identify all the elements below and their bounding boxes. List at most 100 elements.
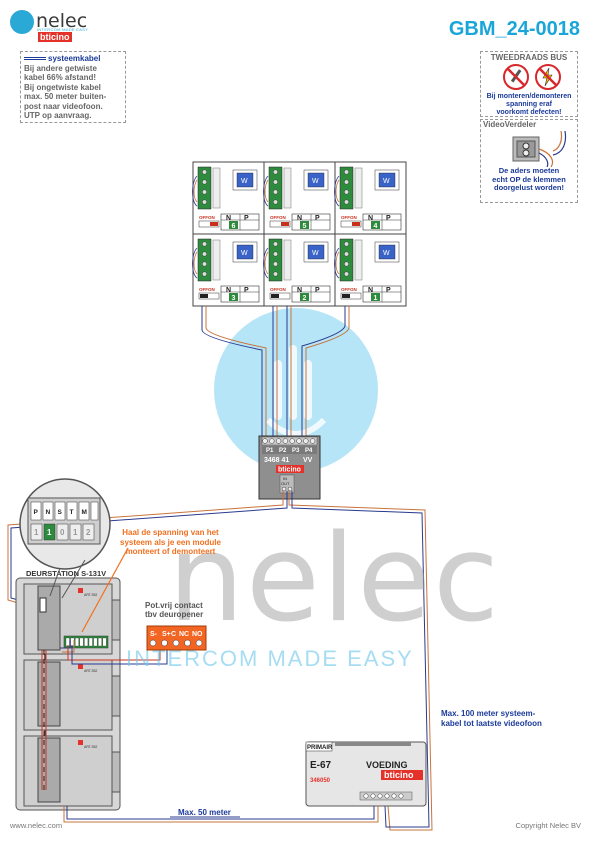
monitor-n-label: N bbox=[297, 215, 302, 222]
monitor-screen-icon bbox=[307, 244, 325, 260]
relay-terminal-label: S- bbox=[150, 631, 158, 638]
monitor-to-vv-wires bbox=[201, 306, 350, 436]
power-label: VOEDING bbox=[366, 760, 408, 770]
config-digit: 1 bbox=[73, 528, 78, 537]
termination-switch[interactable] bbox=[198, 292, 220, 300]
power-part: 346050 bbox=[310, 778, 331, 784]
monitor-screen-label: W bbox=[241, 250, 248, 257]
vv-code: 3468 41 bbox=[264, 457, 289, 464]
config-term-label: S bbox=[58, 509, 63, 516]
termination-switch[interactable] bbox=[198, 220, 220, 228]
monitor-off-label: OFF bbox=[199, 287, 208, 292]
nelec-logo-icon bbox=[10, 10, 34, 34]
station-power-wire-2 bbox=[66, 806, 375, 820]
relay-terminal-label: S+ bbox=[162, 631, 171, 638]
warning-arrow bbox=[81, 547, 129, 633]
relay-terminal-label: NC bbox=[179, 631, 189, 638]
monitor-p-label: P bbox=[386, 215, 391, 222]
config-dial[interactable] bbox=[56, 523, 69, 541]
system-cable-line: UTP op aanvraag. bbox=[24, 111, 92, 120]
footer-website[interactable]: www.nelec.com bbox=[10, 821, 63, 830]
power-logo: bticino bbox=[384, 770, 414, 780]
config-dial[interactable] bbox=[30, 523, 43, 541]
watermark-tagline: INTERCOM MADE EASY bbox=[126, 646, 414, 671]
monitor-number: 4 bbox=[374, 223, 378, 230]
max100-line: Max. 100 meter systeem- bbox=[441, 709, 536, 718]
monitor-p-label: P bbox=[244, 287, 249, 294]
relay-title-line: tbv deuropener bbox=[145, 610, 204, 619]
power-warning-line: systeem als je een module bbox=[120, 537, 221, 547]
monitor-screen-label: W bbox=[383, 178, 390, 185]
system-cable-line: post naar videofoon. bbox=[24, 101, 103, 111]
termination-switch[interactable] bbox=[269, 220, 291, 228]
vv-terminal-label: P4 bbox=[305, 448, 313, 454]
max50-label: Max. 50 meter bbox=[178, 808, 231, 817]
station-power-wire bbox=[63, 806, 379, 823]
config-term-label: P bbox=[34, 509, 39, 516]
cable-legend-icon bbox=[24, 57, 46, 61]
monitor-number: 5 bbox=[303, 223, 307, 230]
system-cable-line: Bij andere getwiste bbox=[24, 63, 97, 73]
monitor-address-dial[interactable] bbox=[371, 293, 380, 301]
monitor-screen-label: W bbox=[312, 250, 319, 257]
termination-switch[interactable] bbox=[269, 292, 291, 300]
vv-note-title: VideoVerdeler bbox=[483, 120, 537, 129]
monitor-address-dial[interactable] bbox=[300, 221, 309, 229]
config-dial[interactable] bbox=[43, 523, 56, 541]
power-primary: PRIMAIR bbox=[307, 745, 333, 751]
monitor-address-dial[interactable] bbox=[300, 293, 309, 301]
config-term-label: N bbox=[46, 509, 51, 516]
vv-note-line: echt OP de klemmen bbox=[492, 174, 566, 184]
system-cable-note: systeemkabel Bij andere getwiste kabel 6… bbox=[20, 51, 126, 123]
monitor-number: 1 bbox=[374, 295, 378, 302]
config-dial[interactable] bbox=[69, 523, 82, 541]
power-warning-line: monteert of demonteert bbox=[125, 547, 216, 556]
relay-title-line: Pot.vrij contact bbox=[145, 601, 203, 610]
monitor-off-label: OFF bbox=[270, 215, 279, 220]
bus-note-title: TWEEDRAADS BUS bbox=[490, 53, 568, 62]
monitor-on-label: ON bbox=[208, 287, 215, 292]
vv-out-label: OUT bbox=[281, 481, 290, 486]
monitor-n-label: N bbox=[297, 287, 302, 294]
system-cable-line: Bij ongetwiste kabel bbox=[24, 82, 101, 92]
relay-wire bbox=[67, 645, 161, 661]
monitor-off-label: OFF bbox=[341, 215, 350, 220]
vv-in-label: IN bbox=[283, 476, 287, 481]
relay-wire-2 bbox=[71, 645, 168, 665]
monitor-p-label: P bbox=[315, 215, 320, 222]
system-cable-line: max. 50 meter buiten- bbox=[24, 92, 107, 101]
vv-terminal-label: P3 bbox=[292, 448, 300, 454]
system-cable-line: kabel 66% afstand! bbox=[24, 73, 97, 82]
document-code: GBM_24-0018 bbox=[448, 18, 580, 40]
config-dial[interactable] bbox=[82, 523, 95, 541]
monitor-off-label: OFF bbox=[199, 215, 208, 220]
monitor-screen-icon bbox=[378, 172, 396, 188]
termination-switch[interactable] bbox=[340, 292, 362, 300]
module-code-1: ART.352 bbox=[84, 593, 97, 597]
bticino-logo: bticino bbox=[38, 32, 72, 42]
monitor-address-dial[interactable] bbox=[371, 221, 380, 229]
config-term-label: M bbox=[82, 509, 87, 516]
monitor-grid bbox=[192, 161, 407, 307]
monitor-screen-label: W bbox=[383, 250, 390, 257]
config-digit: 1 bbox=[47, 528, 52, 537]
config-term-label: T bbox=[70, 509, 74, 516]
monitor-on-label: ON bbox=[279, 215, 286, 220]
monitor-address-dial[interactable] bbox=[229, 221, 238, 229]
system-cable-title-row: systeemkabel bbox=[24, 54, 122, 64]
monitor-n-label: N bbox=[368, 215, 373, 222]
monitor-n-label: N bbox=[226, 215, 231, 222]
monitor-p-label: P bbox=[315, 287, 320, 294]
monitor-on-label: ON bbox=[350, 287, 357, 292]
monitor-address-dial[interactable] bbox=[229, 293, 238, 301]
vv-logo: bticino bbox=[278, 467, 301, 474]
monitor-n-label: N bbox=[368, 287, 373, 294]
brand-tagline: INTERCOM MADE EASY bbox=[37, 27, 89, 32]
two-wire-bus-note: TWEEDRAADS BUS Bij monteren/demonteren s… bbox=[480, 51, 578, 117]
termination-switch[interactable] bbox=[340, 220, 362, 228]
